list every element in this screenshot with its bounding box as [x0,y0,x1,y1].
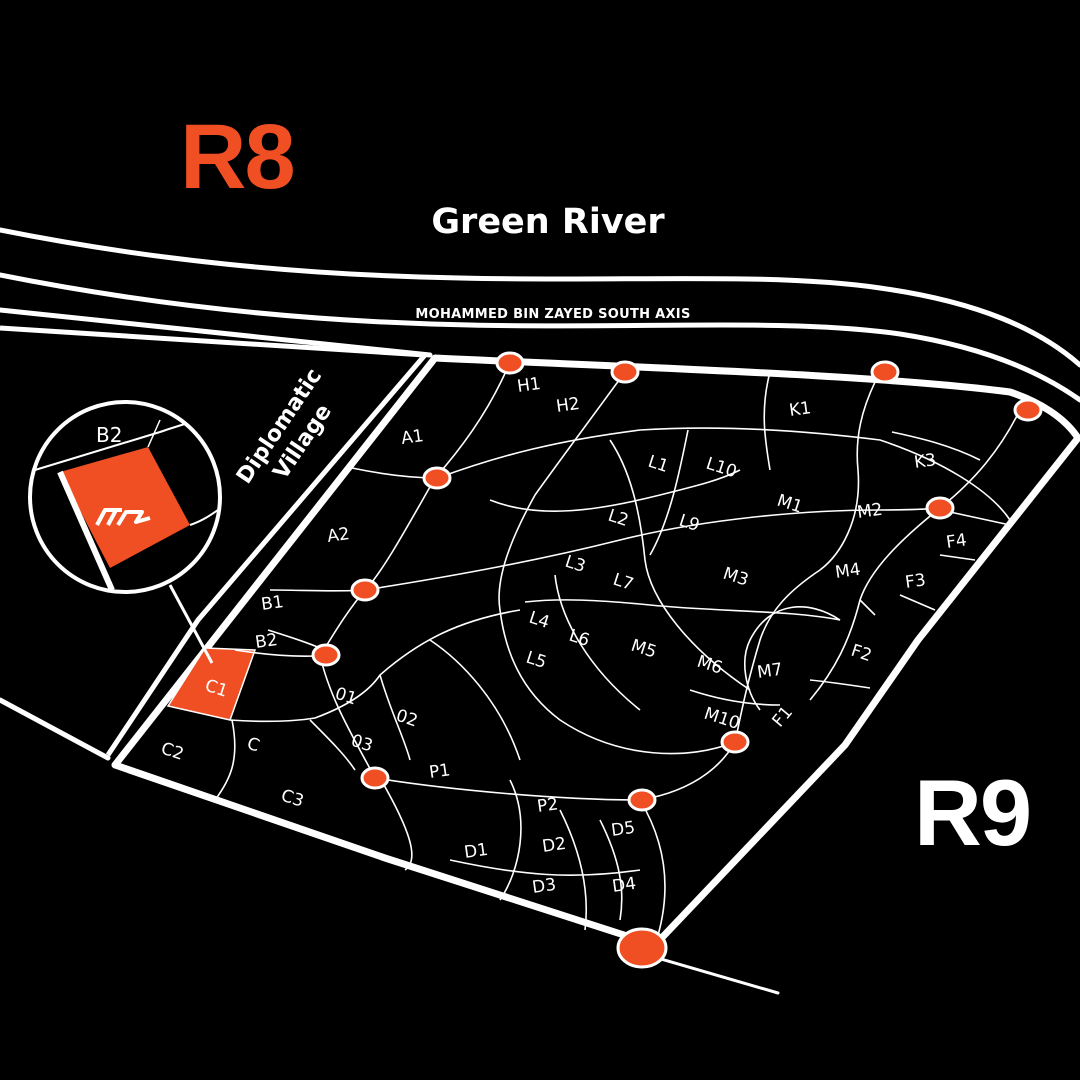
plot-label[interactable]: P1 [428,760,452,783]
plot-label[interactable]: B2 [254,630,279,653]
development-boundary [111,354,1080,949]
road-lines [0,227,1080,995]
junction-marker[interactable] [350,578,380,602]
plot-label[interactable]: M7 [756,660,784,683]
inset-pointer-line [168,584,214,664]
plot-label[interactable]: M4 [834,560,862,583]
plot-label[interactable]: A1 [400,426,425,449]
inset-circle-outline [28,400,222,594]
district-label-r8: R8 [180,106,294,208]
district-label-r9: R9 [914,760,1030,865]
plot-label[interactable]: C [244,734,261,757]
plot-label[interactable]: K3 [913,450,938,473]
plot-label[interactable]: D4 [611,874,637,897]
inset-magnifier: B2 [28,400,222,664]
diplomatic-village-boundary [0,325,428,757]
road-line-north [0,227,1080,368]
plot-label[interactable]: F4 [945,530,968,553]
plot-label[interactable]: B1 [260,592,285,615]
plot-label[interactable]: M2 [856,500,884,523]
plot-label[interactable]: K1 [788,398,813,421]
junction-marker[interactable] [422,466,452,490]
plot-label[interactable]: D5 [610,818,636,841]
inset-line-d [147,419,161,448]
junction-marker[interactable] [610,360,640,384]
road-label: MOHAMMED BIN ZAYED SOUTH AXIS [415,307,690,322]
developer-logo-icon [95,508,151,527]
junction-marker[interactable] [627,788,657,812]
junction-marker[interactable] [925,496,955,520]
plot-label[interactable]: D2 [541,834,567,857]
plot-label[interactable]: D1 [463,840,489,863]
inset-line-b [189,504,220,526]
plot-label[interactable]: A2 [326,524,351,547]
junction-marker[interactable] [1013,398,1043,422]
junction-marker[interactable] [360,766,390,790]
area-label-green-river: Green River [431,202,665,242]
plot-labels: H1 H2 K1 K3 A1 L1 L10 M1 M2 F4 A2 L2 L9 … [158,374,968,898]
road-edge-southwest [0,697,111,761]
junction-marker[interactable] [720,730,750,754]
junction-marker[interactable] [311,643,341,667]
road-line-south [0,272,1080,403]
plot-label[interactable]: H2 [555,394,581,417]
inset-line-c [57,470,115,592]
plot-label[interactable]: H1 [516,374,542,397]
inset-plot-highlight [60,447,190,568]
plot-label[interactable]: D3 [531,875,557,898]
inset-plot-label: B2 [96,423,122,447]
plot-label[interactable]: F3 [904,570,927,593]
plot-label[interactable]: P2 [536,794,560,817]
junction-marker[interactable] [495,351,525,375]
road-edge-west [0,307,433,358]
junction-marker-large[interactable] [616,927,668,969]
junction-marker[interactable] [870,360,900,384]
junction-markers [311,351,1043,969]
